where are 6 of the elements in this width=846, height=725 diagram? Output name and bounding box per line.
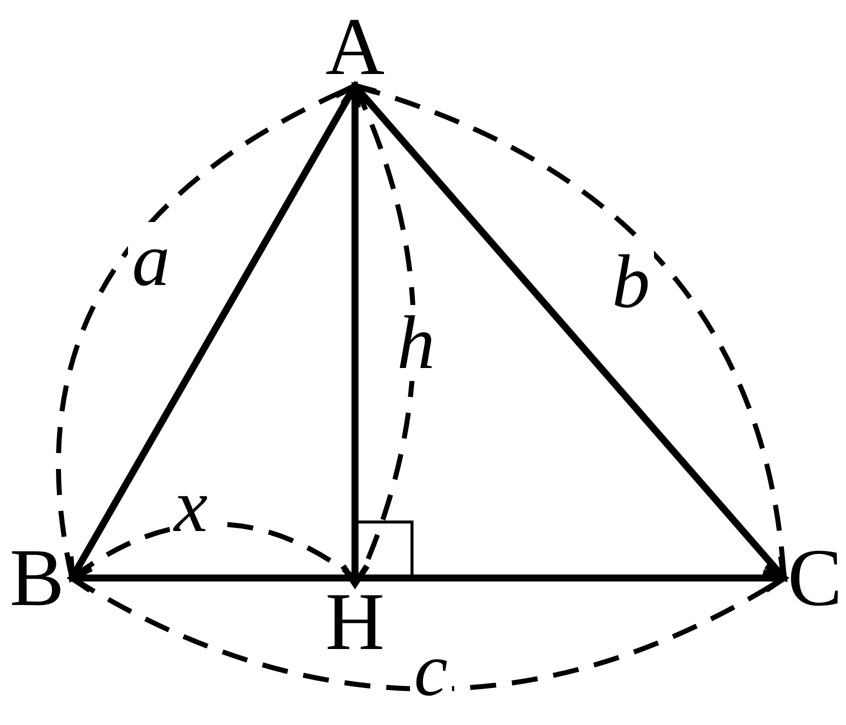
arrow (340, 83, 370, 587)
point-label: B (2, 540, 72, 616)
point-label: A (322, 8, 388, 86)
point-label: H (322, 584, 388, 660)
arrow (69, 563, 787, 593)
point-label: C (784, 540, 846, 616)
